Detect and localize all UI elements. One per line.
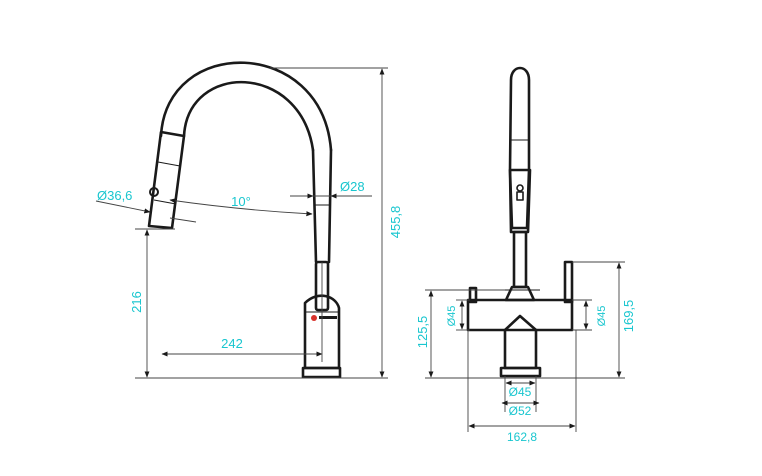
front-base-flange (499, 366, 542, 378)
lever-height-label: 169,5 (621, 300, 636, 333)
angle-ray (169, 217, 197, 223)
spray-head (147, 130, 186, 230)
right-diameter-label: Ø45 (596, 306, 608, 327)
spout-inner-arc (182, 80, 315, 152)
base-flange (301, 366, 342, 379)
spray-toggle-button (149, 187, 159, 197)
left-lever (468, 286, 478, 304)
outlet-height-label: 216 (129, 291, 144, 313)
left-diameter-label: Ø45 (446, 306, 458, 327)
side-view: 455,8 216 242 10° Ø36,6 Ø28 (95, 61, 403, 379)
base-diameter-label: Ø45 (509, 385, 532, 399)
spout-outer-arc (159, 61, 333, 152)
angle-arc (169, 198, 313, 217)
spray-button-icon (516, 184, 524, 201)
head-diameter-line (95, 200, 151, 214)
flange-diameter-label: Ø52 (509, 404, 532, 418)
spout-tube (311, 148, 333, 264)
front-body-neck (504, 285, 536, 302)
front-spout-tube (508, 66, 531, 230)
front-neck (512, 230, 528, 289)
front-view: 125,5 169,5 Ø45 Ø45 Ø45 Ø52 162,8 (415, 66, 636, 444)
body-height-label: 125,5 (415, 316, 430, 349)
total-width-label: 162,8 (507, 430, 537, 444)
total-height-label: 455,8 (388, 206, 403, 239)
head-diameter-label: Ø36,6 (97, 188, 132, 203)
angle-label: 10° (231, 194, 251, 209)
right-lever (563, 260, 574, 304)
tube-diameter-label: Ø28 (340, 179, 365, 194)
faucet-body (303, 294, 341, 370)
front-spray-head (508, 168, 532, 234)
front-stem (503, 314, 538, 370)
spray-head-ring (157, 161, 181, 167)
reach-label: 242 (221, 336, 243, 351)
brand-logo-icon (311, 315, 337, 321)
